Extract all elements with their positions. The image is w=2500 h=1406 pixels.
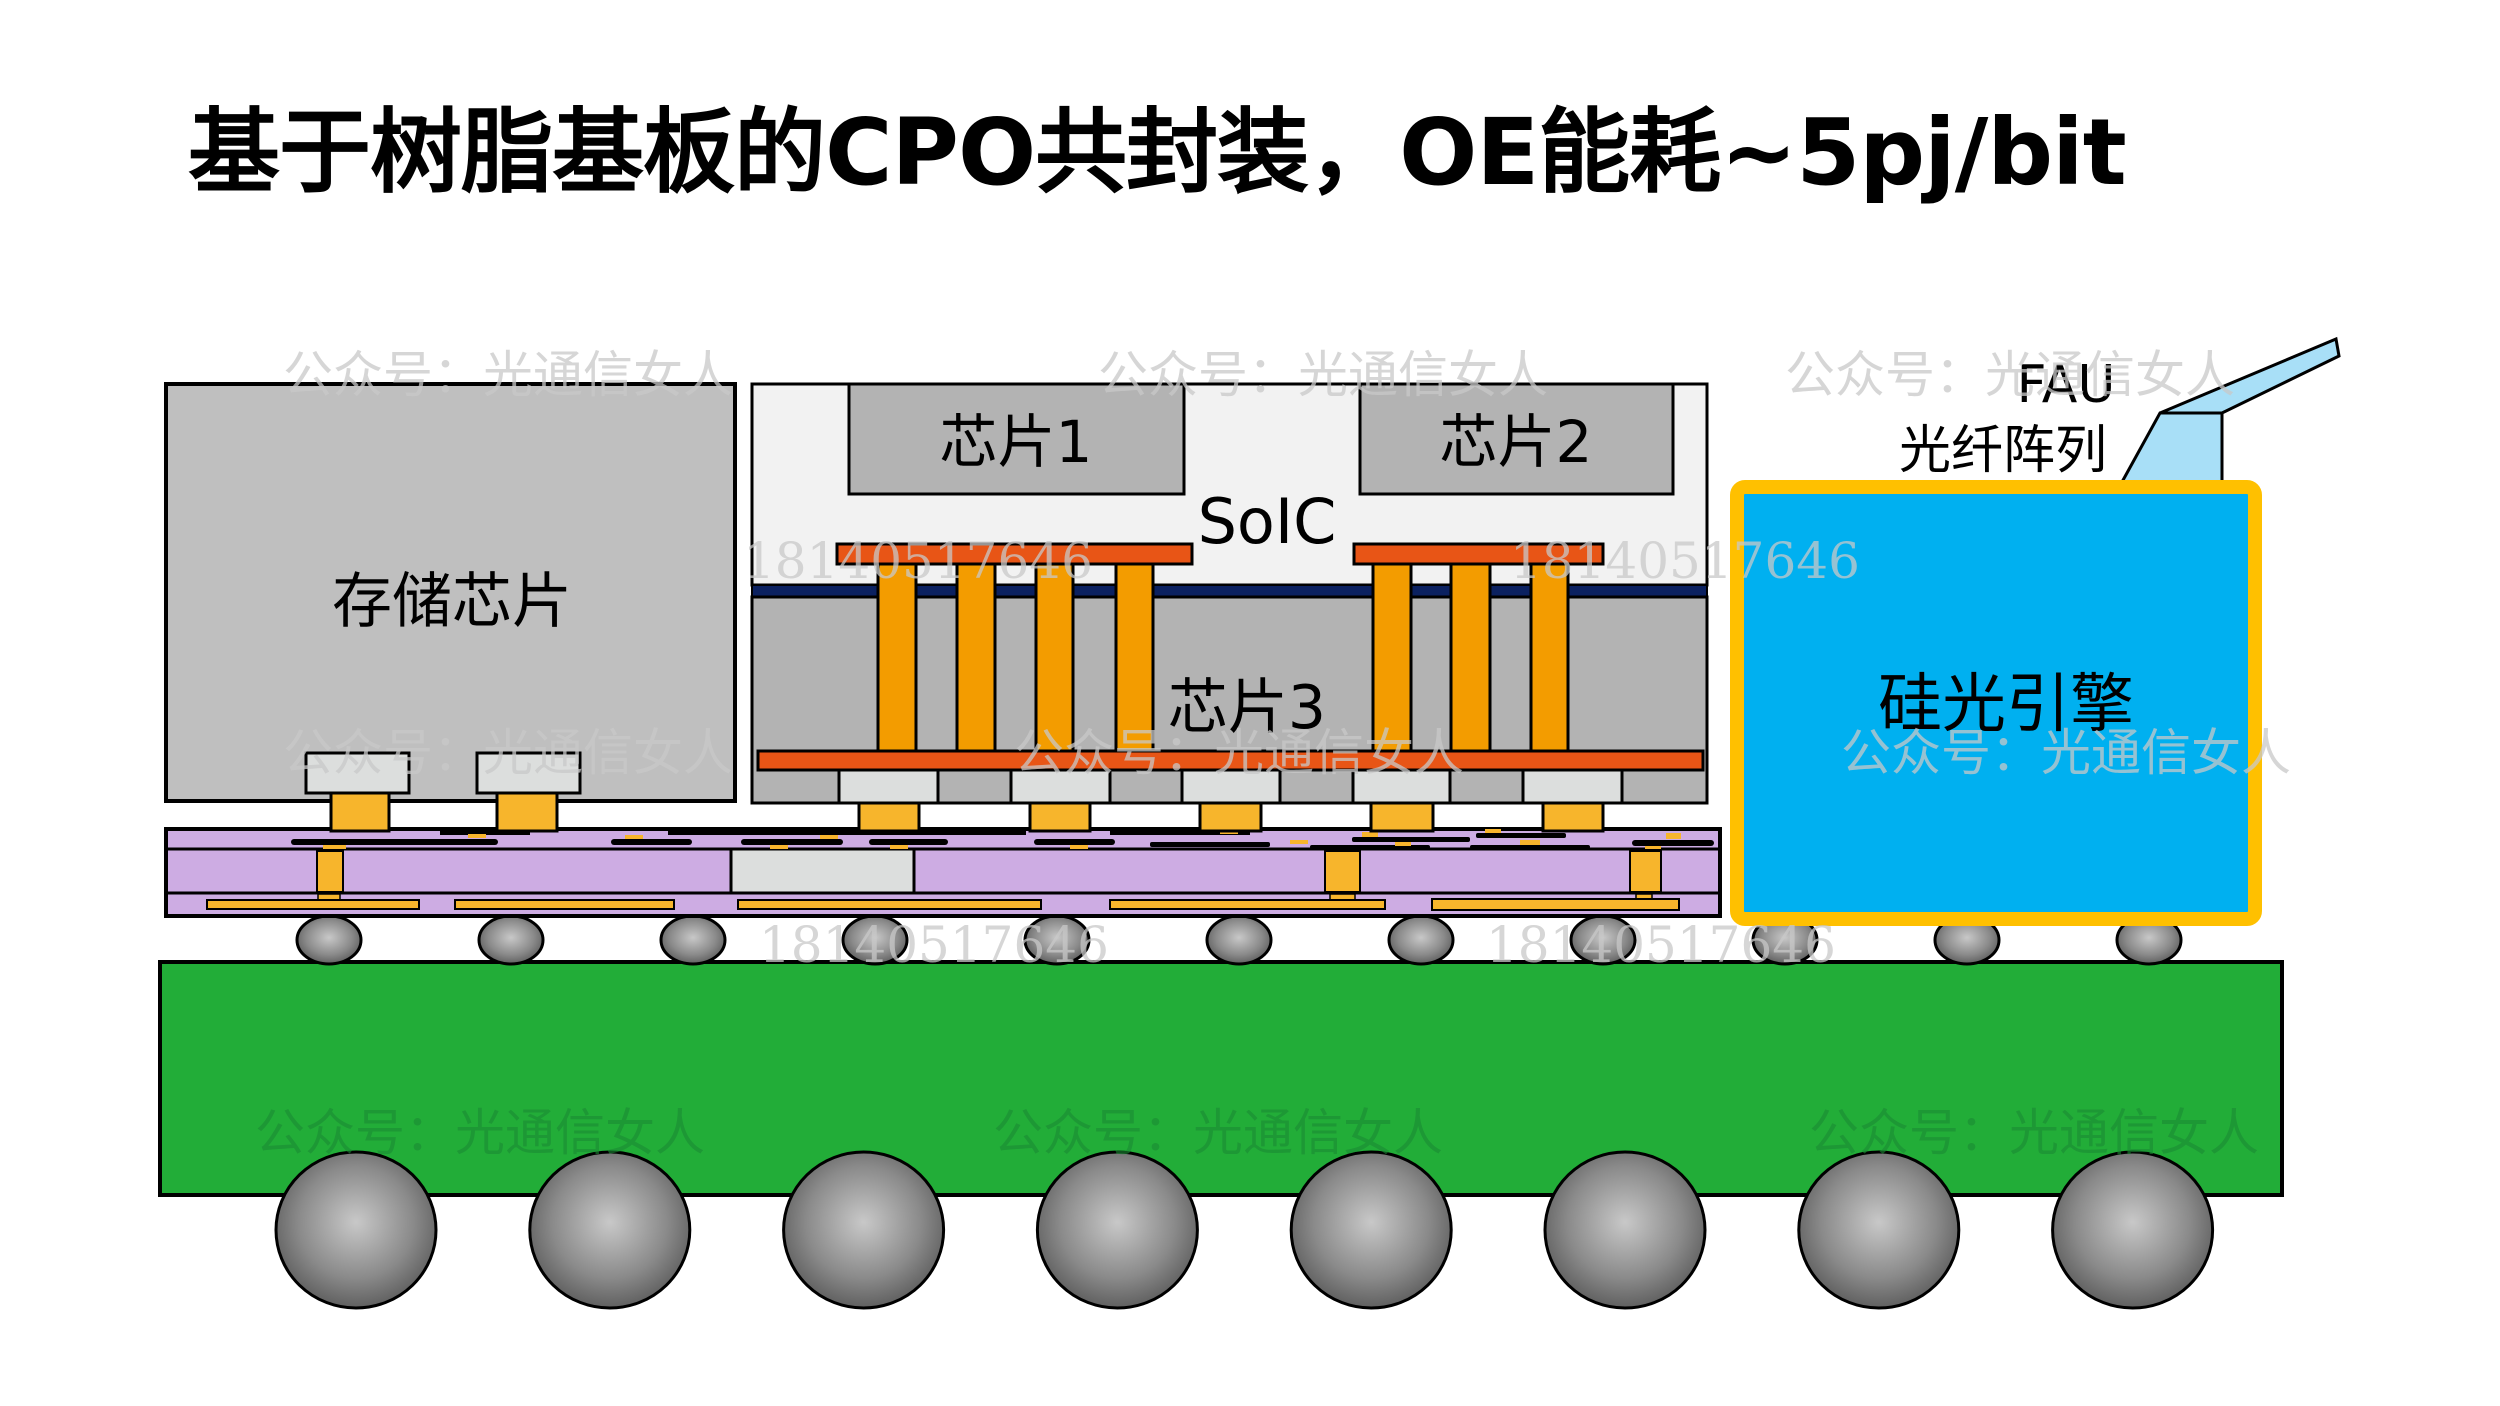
watermark-account: 公众号：光通信女人 — [1014, 724, 1464, 782]
package-substrate — [158, 960, 2284, 1197]
soic-stack: 芯片1 芯片2 SoIC 芯片3 — [750, 382, 1709, 833]
watermark-phone: 18140517646 — [743, 532, 1093, 590]
fau-label: FAU — [2017, 355, 2116, 415]
fiber-array-label: 光纤阵列 — [1899, 421, 2107, 481]
redistribution-bar-right — [1352, 542, 1605, 566]
bga-solder-ball — [274, 1150, 438, 1310]
memory-chip-label: 存储芯片 — [332, 567, 572, 637]
c4-solder-ball — [295, 914, 363, 966]
bga-solder-ball — [1035, 1150, 1199, 1310]
chip2-label: 芯片2 — [1440, 408, 1593, 476]
chip3-pad-row — [837, 768, 1624, 805]
chip3-label: 芯片3 — [1168, 673, 1326, 743]
watermark-account: 公众号：光通信女人 — [1098, 346, 1548, 404]
c4-solder-ball — [1387, 914, 1455, 966]
chip3-bumps — [857, 801, 1605, 833]
chip2-die — [1358, 382, 1675, 496]
soic-label: SoIC — [1198, 485, 1337, 558]
watermark-phone: 18140517646 — [1510, 532, 1860, 590]
watermark-account: 公众号：光通信女人 — [255, 1104, 705, 1162]
watermark-phone: 18140517646 — [759, 916, 1109, 974]
embedded-bridge-block — [729, 847, 916, 895]
organic-interposer — [164, 827, 1722, 918]
chip1-label: 芯片1 — [940, 408, 1093, 476]
bga-solder-ball — [1289, 1150, 1453, 1310]
bga-solder-ball — [782, 1150, 946, 1310]
watermark-account: 公众号：光通信女人 — [283, 724, 733, 782]
si-photonics-engine-label: 硅光引擎 — [1878, 668, 2134, 742]
watermark-phone: 18140517646 — [1486, 916, 1836, 974]
c4-solder-ball — [1205, 914, 1273, 966]
memory-chip: 存储芯片 — [164, 382, 737, 833]
watermarks: 公众号：光通信女人 公众号：光通信女人 公众号：光通信女人 1814051764… — [255, 346, 2291, 1162]
fau-fiber-array: FAU 光纤阵列 — [1899, 336, 2341, 484]
c4-solder-ball — [659, 914, 727, 966]
si-photonics-engine: 硅光引擎 — [1730, 480, 2262, 926]
watermark-account: 公众号：光通信女人 — [1785, 346, 2235, 404]
redistribution-bar-left — [835, 542, 1194, 566]
watermark-account: 公众号：光通信女人 — [993, 1104, 1443, 1162]
bga-ball-row — [274, 1150, 2215, 1310]
watermark-account: 公众号：光通信女人 — [283, 346, 733, 404]
watermark-account: 公众号：光通信女人 — [1841, 724, 2291, 782]
bga-solder-ball — [2051, 1150, 2215, 1310]
bga-solder-ball — [528, 1150, 692, 1310]
slide-title: 基于树脂基板的CPO共封装，OE能耗~5pj/bit — [188, 99, 2127, 206]
chip1-die — [847, 382, 1186, 496]
bga-solder-ball — [1543, 1150, 1707, 1310]
bga-solder-ball — [1797, 1150, 1961, 1310]
c4-ball-row — [295, 914, 2183, 966]
watermark-account: 公众号：光通信女人 — [1809, 1104, 2259, 1162]
c4-solder-ball — [477, 914, 545, 966]
